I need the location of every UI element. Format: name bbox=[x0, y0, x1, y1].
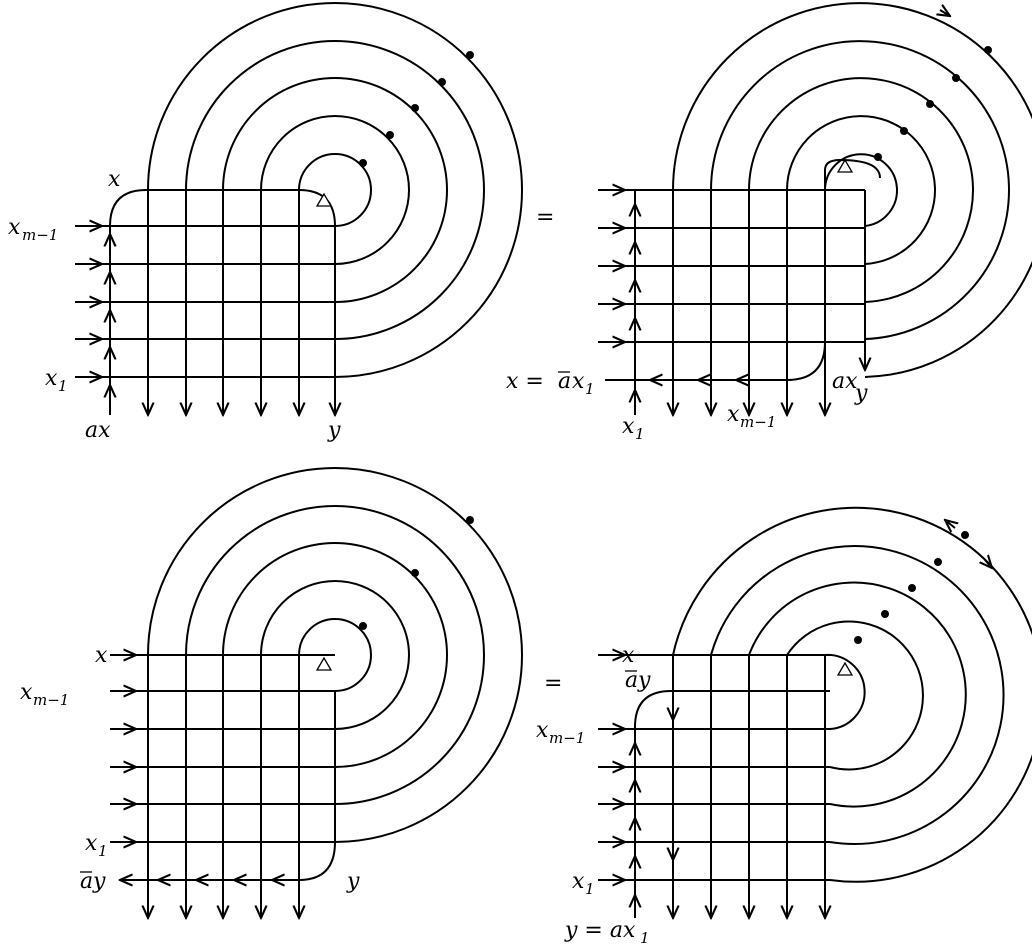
label-bl-x: x bbox=[95, 643, 108, 668]
label-tl-x: x bbox=[108, 167, 121, 192]
label-tr-bottom-x1: x bbox=[622, 414, 635, 439]
label-bl-xm1: x bbox=[20, 680, 33, 705]
label-tr-bottom-x1-sub: 1 bbox=[635, 425, 645, 443]
label-tr-x-eq: x = bbox=[506, 369, 544, 394]
label-tr-xm1: x bbox=[727, 402, 740, 427]
label-tl-ax: ax bbox=[85, 418, 111, 443]
labels-top-right: x = a x 1 ax y x 1 x m−1 bbox=[506, 369, 868, 443]
label-tl-xm1: x bbox=[8, 215, 21, 240]
label-tl-y: y bbox=[327, 418, 341, 443]
panel-top-right bbox=[598, 2, 1032, 415]
panel-bottom-left bbox=[110, 467, 523, 918]
panel-bottom-right bbox=[598, 506, 1032, 918]
label-br-y-eq-sub: 1 bbox=[640, 929, 650, 947]
label-tl-x1-sub: 1 bbox=[58, 377, 68, 395]
label-br-xm1-sub: m−1 bbox=[549, 729, 585, 747]
label-br-abar: a bbox=[625, 668, 638, 693]
labels-bottom-left: x x m−1 x 1 a y y bbox=[20, 643, 360, 894]
panel-top-left bbox=[75, 2, 523, 415]
label-br-y: y bbox=[637, 668, 651, 693]
label-tr-xm1-sub: m−1 bbox=[740, 413, 776, 431]
label-tl-xm1-sub: m−1 bbox=[22, 226, 58, 244]
label-tl-x1: x bbox=[45, 366, 58, 391]
label-br-x: x bbox=[622, 643, 635, 668]
labels-top-left: x x m−1 x 1 ax y bbox=[8, 167, 341, 443]
label-br-x1-sub: 1 bbox=[585, 880, 595, 898]
label-tr-abar: a bbox=[558, 369, 571, 394]
label-tr-x1-sub: 1 bbox=[585, 380, 595, 398]
label-bl-y: y bbox=[346, 869, 360, 894]
label-bl-xm1-sub: m−1 bbox=[33, 691, 69, 709]
label-bl-abar: a bbox=[80, 869, 93, 894]
equals-top: = bbox=[536, 205, 554, 230]
label-tr-x1: x bbox=[572, 369, 585, 394]
label-tr-y: y bbox=[854, 381, 868, 406]
label-br-y-eq: y = ax bbox=[564, 918, 636, 943]
label-bl-ay-y: y bbox=[92, 869, 106, 894]
label-bl-x1-sub: 1 bbox=[98, 842, 108, 860]
label-tr-ax: ax bbox=[832, 369, 858, 394]
label-br-x1: x bbox=[572, 869, 585, 894]
equals-bottom: = bbox=[544, 671, 562, 696]
label-br-xm1: x bbox=[536, 718, 549, 743]
labels-bottom-right: x a y x m−1 x 1 y = ax 1 bbox=[536, 643, 651, 947]
label-bl-x1: x bbox=[85, 831, 98, 856]
